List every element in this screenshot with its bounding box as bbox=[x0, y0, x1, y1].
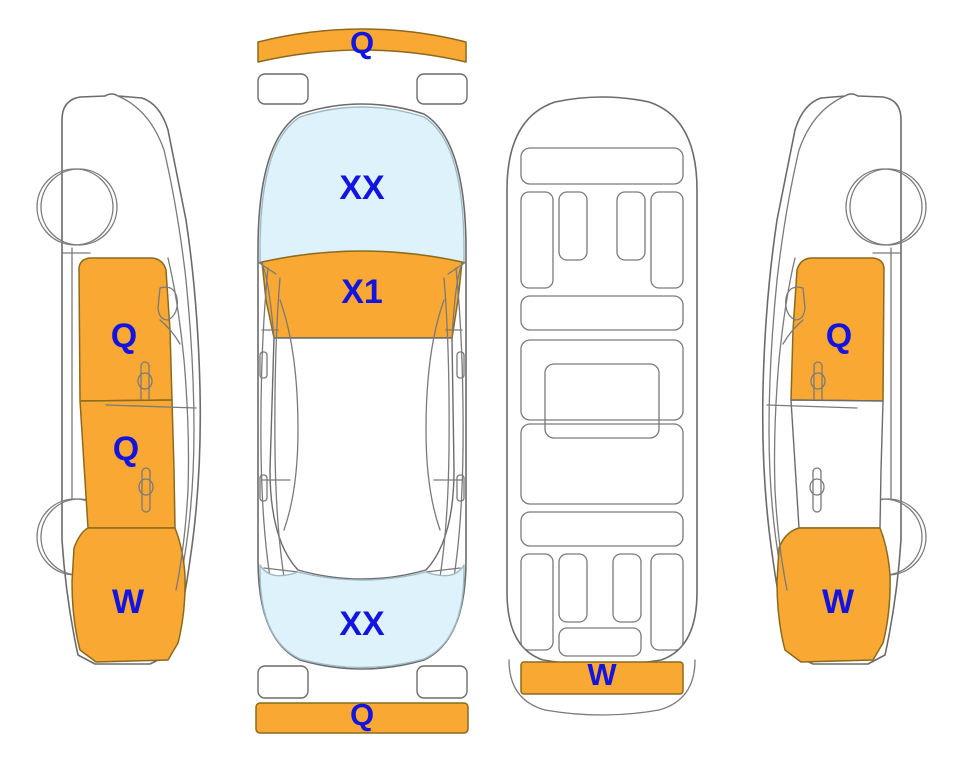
rear-crossmember-zone[interactable]: W bbox=[520, 657, 684, 695]
trunk-zone[interactable]: XX bbox=[259, 564, 465, 669]
left-rear-quarter-zone[interactable]: W bbox=[71, 527, 186, 663]
hood-zone[interactable]: XX bbox=[259, 106, 465, 263]
left-side-view[interactable]: Q Q W bbox=[0, 0, 245, 768]
front-right-rail bbox=[650, 191, 684, 289]
left-rear-door-handle-icon bbox=[138, 467, 154, 513]
left-rear-door-zone[interactable]: Q bbox=[79, 399, 176, 529]
underbody-view[interactable]: W bbox=[485, 0, 720, 768]
right-front-door-label: Q bbox=[826, 317, 852, 355]
left-front-door-label: Q bbox=[111, 317, 137, 355]
top-view[interactable]: Q XX X1 bbox=[240, 0, 485, 768]
rear-right-inner-rail bbox=[612, 553, 642, 623]
rear-right-tire bbox=[416, 665, 468, 699]
top-left-rear-handle-icon bbox=[259, 474, 268, 502]
front-bumper-zone[interactable]: Q bbox=[257, 25, 467, 63]
roof-windshield-zone[interactable]: X1 bbox=[261, 250, 463, 339]
right-side-view[interactable]: Q W bbox=[718, 0, 963, 768]
front-crossmember bbox=[520, 147, 684, 185]
rear-bumper-label: Q bbox=[350, 697, 374, 732]
floor-pan-lower bbox=[520, 423, 684, 505]
rear-center-panel bbox=[558, 627, 642, 657]
rear-left-rail bbox=[520, 553, 554, 651]
top-right-rear-handle-icon bbox=[456, 474, 465, 502]
front-right-tire bbox=[416, 73, 468, 105]
left-rear-quarter-label: W bbox=[112, 583, 145, 621]
left-rear-door-label: Q bbox=[113, 430, 139, 468]
rear-right-rail bbox=[650, 553, 684, 651]
front-right-inner-rail bbox=[616, 191, 646, 261]
floor-pan-upper bbox=[520, 339, 684, 421]
rear-crossmember-label: W bbox=[587, 657, 617, 692]
hood-label: XX bbox=[339, 169, 385, 207]
front-left-tire bbox=[257, 73, 309, 105]
mid-crossmember-rear bbox=[520, 511, 684, 547]
trunk-label: XX bbox=[339, 605, 385, 643]
right-rear-door-handle-icon bbox=[809, 467, 825, 513]
rear-left-tire bbox=[257, 665, 309, 699]
front-bumper-label: Q bbox=[350, 25, 374, 60]
right-front-door-zone[interactable]: Q bbox=[790, 257, 885, 402]
front-left-inner-rail bbox=[558, 191, 588, 261]
center-tunnel bbox=[544, 363, 660, 439]
top-left-front-handle-icon bbox=[259, 351, 268, 379]
front-left-rail bbox=[520, 191, 554, 289]
right-rear-quarter-zone[interactable]: W bbox=[776, 527, 891, 663]
mid-crossmember-front bbox=[520, 295, 684, 331]
rear-bumper-zone[interactable]: Q bbox=[255, 697, 469, 734]
roof-windshield-label: X1 bbox=[341, 273, 383, 311]
top-right-front-handle-icon bbox=[456, 351, 465, 379]
right-rear-quarter-label: W bbox=[822, 583, 855, 621]
left-front-door-zone[interactable]: Q bbox=[78, 257, 173, 402]
right-rear-door-zone[interactable] bbox=[790, 399, 884, 529]
rear-left-inner-rail bbox=[558, 553, 588, 623]
